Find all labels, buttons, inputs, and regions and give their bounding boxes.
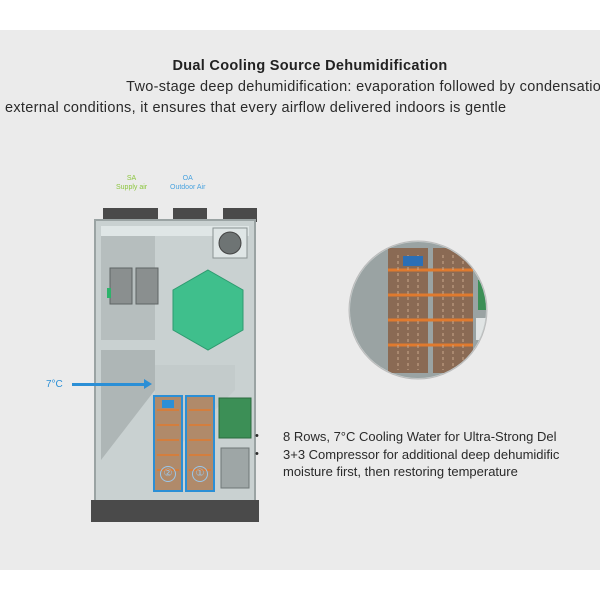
bullet-1: •: [255, 430, 259, 442]
feature-2-line-1: 3+3 Compressor for additional deep dehum…: [283, 447, 560, 462]
subtitle-line-2: external conditions, it ensures that eve…: [5, 100, 507, 116]
ahu-unit-diagram: [91, 208, 259, 522]
supply-fan: [109, 267, 133, 305]
exhaust-fan: [218, 231, 242, 255]
bullet-2: •: [255, 448, 259, 460]
feature-2-line-2: moisture first, then restoring temperatu…: [283, 464, 518, 479]
heat-exchanger: [172, 269, 244, 351]
unit-base: [91, 500, 259, 522]
supply-fan-2: [135, 267, 159, 305]
coil-2-number: ②: [160, 466, 176, 482]
water-temperature-label: 7°C: [46, 379, 63, 390]
supply-duct: [103, 208, 158, 222]
coil-1-number: ①: [192, 466, 208, 482]
feature-1: 8 Rows, 7°C Cooling Water for Ultra-Stro…: [283, 429, 557, 444]
subtitle-line-1: Two-stage deep dehumidification: evapora…: [126, 79, 600, 95]
exhaust-duct: [223, 208, 257, 222]
control-board: [218, 397, 252, 439]
outdoor-duct: [173, 208, 207, 222]
water-inlet-arrow: [72, 379, 152, 389]
page-title: Dual Cooling Source Dehumidification: [172, 58, 448, 74]
coil-zoom-view: [348, 240, 488, 380]
